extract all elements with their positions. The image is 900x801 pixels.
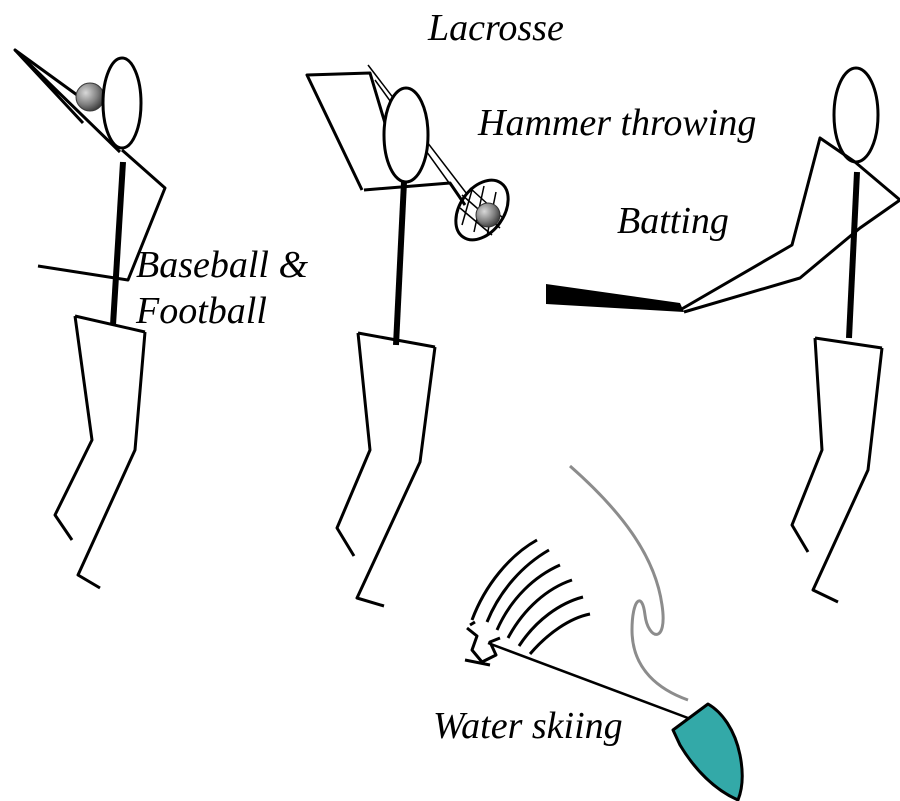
thrower-front-leg [78, 332, 145, 588]
lacrosse-front-leg [357, 347, 435, 606]
thrown-ball [76, 83, 104, 111]
thrower-hips [75, 316, 145, 332]
batter-back-leg [792, 338, 822, 552]
lacrosse-trunk [396, 182, 404, 345]
lacrosse-second-arm [364, 183, 465, 205]
water-spray [472, 540, 590, 654]
label-baseball-football-line2: Football [135, 290, 267, 332]
batter-hips [815, 338, 882, 348]
batter-front-leg [813, 348, 882, 602]
batter-trunk [849, 172, 857, 338]
label-batting: Batting [617, 200, 729, 242]
lacrosse-head [384, 88, 428, 182]
thrower-back-leg [55, 316, 92, 540]
lacrosse-back-leg [337, 333, 370, 556]
boat-wake [570, 466, 688, 700]
batter-head [834, 68, 878, 162]
label-hammer-throwing: Hammer throwing [477, 102, 756, 144]
label-baseball-football-line1: Baseball & [136, 244, 308, 286]
skier-icon [465, 622, 500, 665]
label-lacrosse: Lacrosse [427, 7, 564, 49]
thrower-head [103, 58, 141, 148]
water-skiing-scene [465, 466, 742, 800]
lacrosse-stick-head [445, 170, 519, 249]
bat [546, 284, 684, 312]
lacrosse-ball [476, 203, 500, 227]
label-water-skiing: Water skiing [433, 705, 623, 747]
boat [673, 704, 742, 800]
thrower-trunk [113, 162, 123, 325]
batter-figure [546, 68, 900, 602]
lacrosse-figure [307, 65, 519, 606]
